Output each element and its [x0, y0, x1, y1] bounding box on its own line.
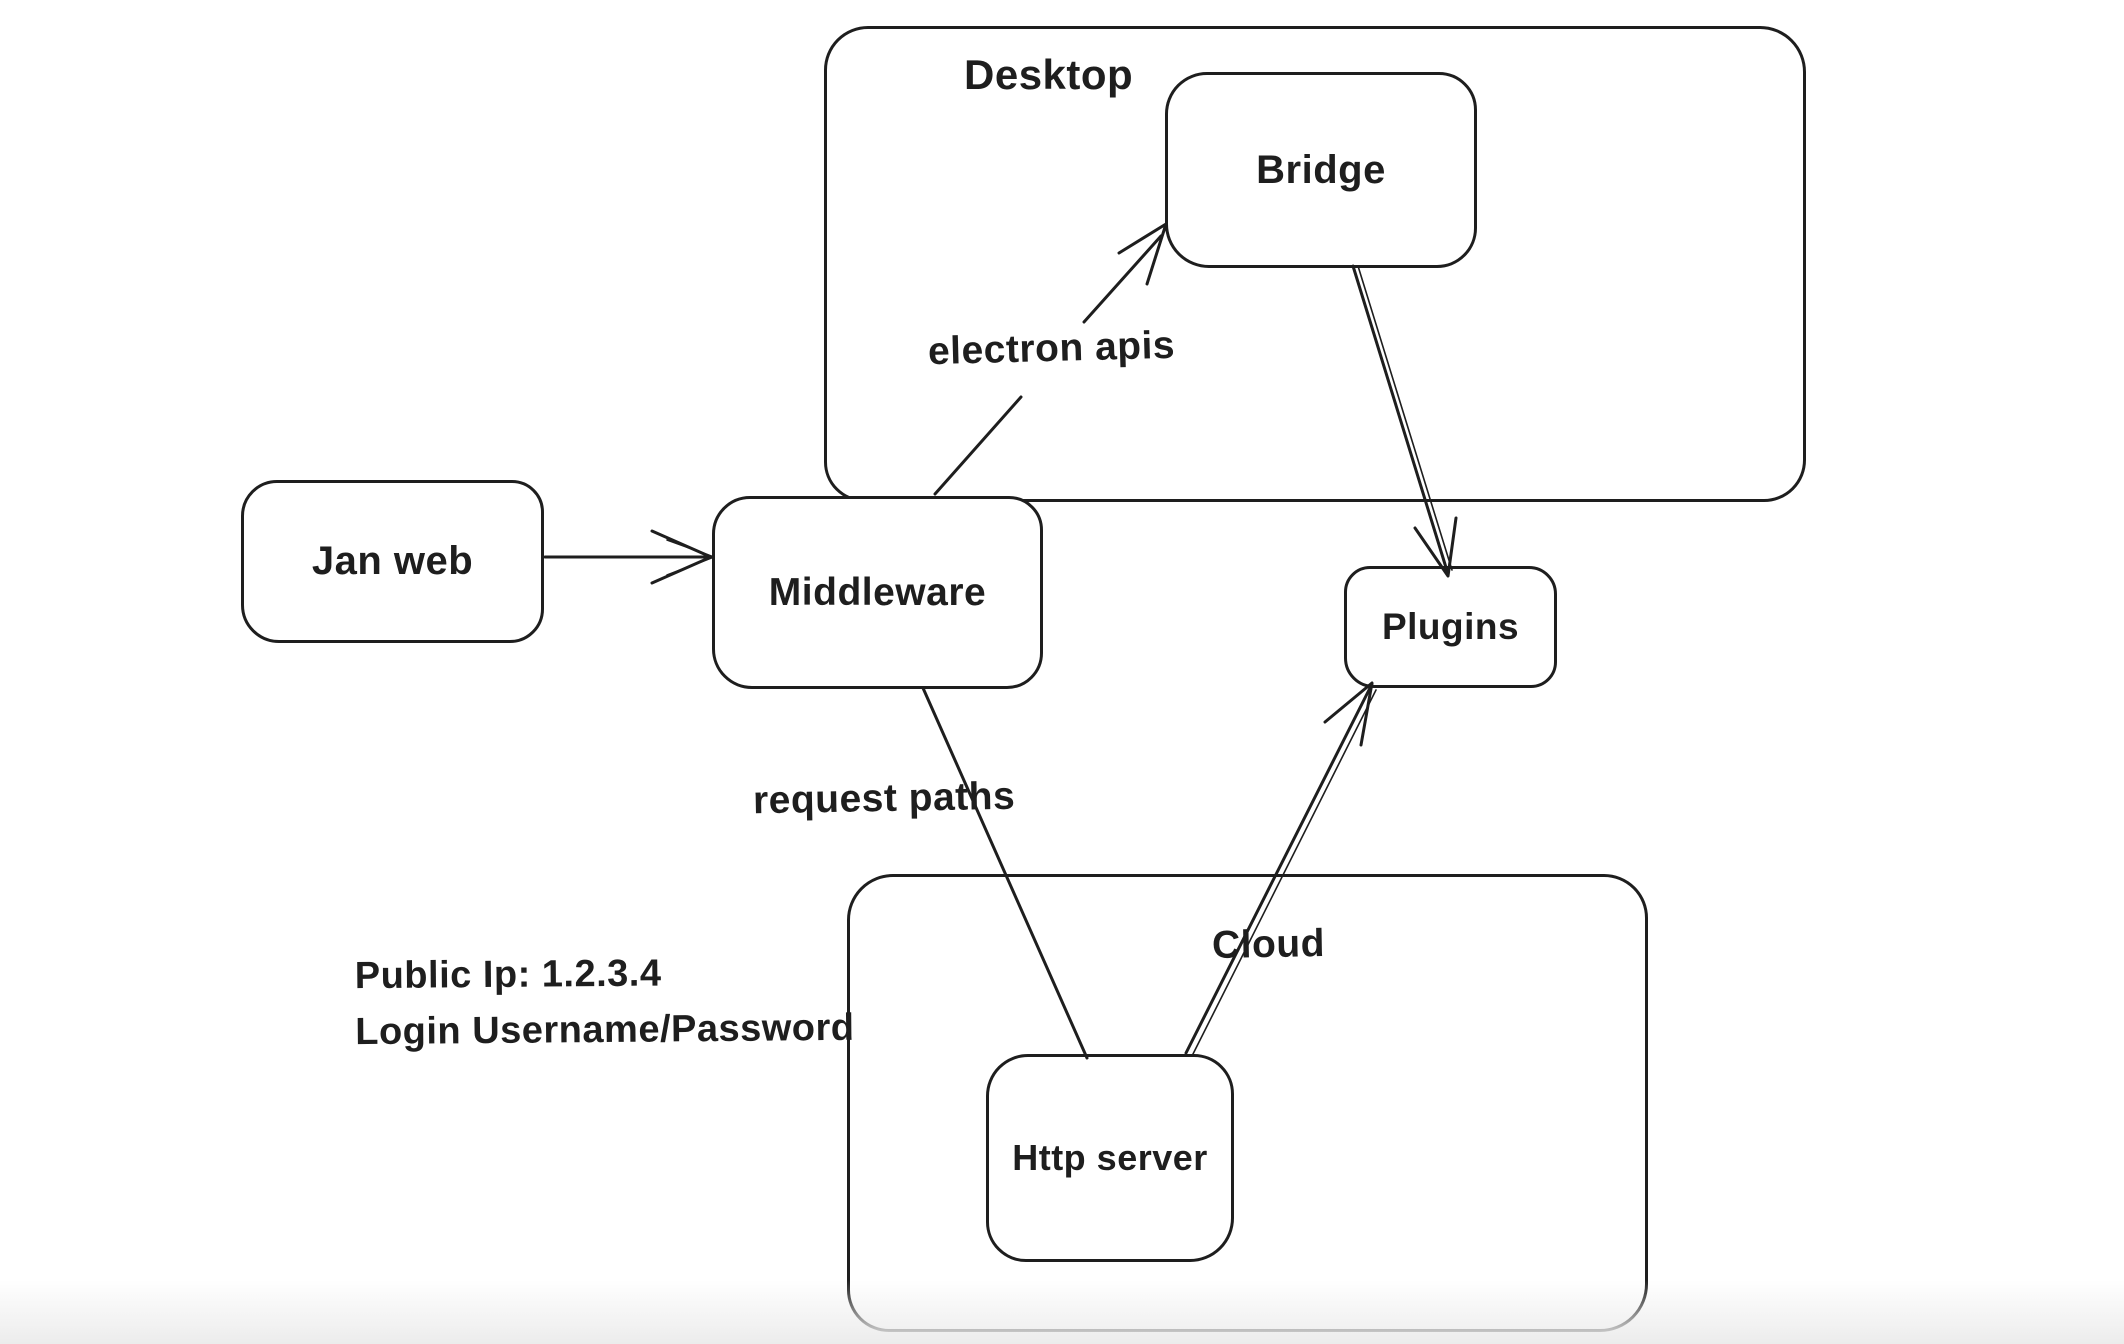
edge-label-request-paths[interactable]: request paths: [752, 774, 1016, 823]
node-http-server[interactable]: Http server: [986, 1054, 1234, 1262]
arrowhead: [650, 529, 713, 585]
plugins-label: Plugins: [1381, 606, 1520, 647]
credentials-line-login: Login Username/Password: [355, 1006, 855, 1054]
node-bridge[interactable]: Bridge: [1165, 72, 1477, 268]
http-server-label: Http server: [1012, 1137, 1208, 1178]
credentials-line-public-ip: Public Ip: 1.2.3.4: [354, 952, 662, 998]
arrowhead: [1323, 681, 1374, 747]
node-middleware[interactable]: Middleware: [712, 496, 1043, 689]
desktop-container-label[interactable]: Desktop: [964, 51, 1134, 98]
node-plugins[interactable]: Plugins: [1344, 566, 1557, 688]
arrowhead: [666, 539, 715, 576]
middleware-label: Middleware: [768, 570, 987, 614]
canvas-bottom-fade: [0, 1280, 2124, 1344]
credentials-note[interactable]: Public Ip: 1.2.3.4 Login Username/Passwo…: [355, 944, 855, 1060]
cloud-container-label[interactable]: Cloud: [1211, 922, 1326, 967]
container-desktop[interactable]: [824, 26, 1806, 502]
node-jan-web[interactable]: Jan web: [241, 480, 544, 643]
edge-label-electron-apis[interactable]: electron apis: [927, 323, 1176, 374]
bridge-label: Bridge: [1256, 147, 1386, 192]
edge-jan-web-to-middleware[interactable]: [543, 529, 715, 585]
jan-web-label: Jan web: [311, 539, 474, 583]
